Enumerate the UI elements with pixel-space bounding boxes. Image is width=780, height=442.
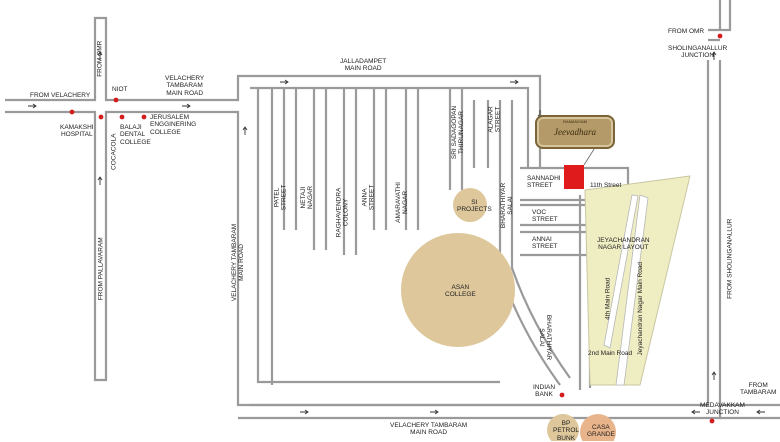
road-velachery-tambaram-top — [5, 16, 560, 407]
from-pallavaram-label: FROM PALLAVARAM — [97, 237, 105, 301]
medavakkam-dot — [709, 418, 715, 424]
indian-bank-dot — [559, 392, 565, 398]
kamakshi-dot — [69, 109, 75, 115]
bp-petrol-bunk-shape — [547, 414, 579, 441]
cocacola-label: COCACOLA — [110, 133, 118, 170]
road-network — [5, 0, 780, 420]
from-velachery-label: FROM VELACHERY — [30, 92, 91, 99]
jeevadhara-logo: RAMANIYAM Jeevadhara — [535, 115, 615, 149]
road-cross-streets — [256, 88, 500, 385]
site-marker — [564, 165, 584, 189]
eleventh-street-label: 11th Street — [590, 182, 622, 189]
niot-dot — [113, 97, 119, 103]
from-omr-left-label: FROM OMR — [96, 40, 104, 77]
site-pointer — [583, 145, 597, 166]
road-medavakkam — [720, 403, 780, 420]
landmark-dots — [69, 33, 723, 424]
cocacola-dot — [98, 114, 104, 120]
from-sholinganallur-label: FROM SHOLINGANALLUR — [726, 218, 734, 299]
niot-label: NIOT — [112, 86, 128, 93]
asan-college-shape — [401, 233, 515, 347]
second-main-road-label: 2nd Main Road — [588, 350, 633, 357]
jeyachandran-main-road-label: Jeyachandran Nagar Main Road — [637, 261, 645, 356]
balaji-dot — [119, 114, 125, 120]
road-layout-internal — [603, 194, 649, 386]
jerusalem-dot — [141, 114, 147, 120]
direction-arrows — [28, 51, 765, 415]
from-omr-right-label: FROM OMR — [668, 28, 705, 35]
si-projects-shape — [453, 188, 487, 222]
omr-junction-dot — [717, 33, 723, 39]
casa-grande-shape — [580, 414, 616, 441]
fourth-main-road-label: 4th Main Road — [604, 277, 612, 320]
